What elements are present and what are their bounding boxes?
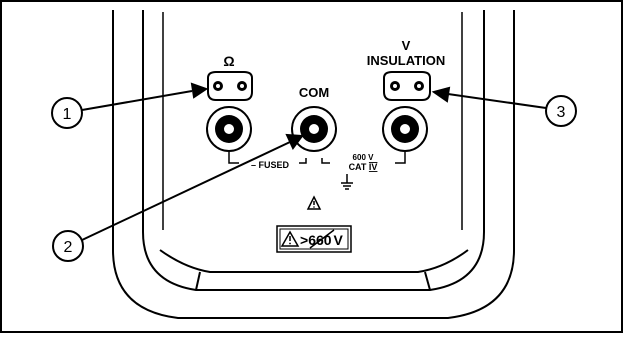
voltage-strike-line — [309, 229, 335, 249]
fused-label: – FUSED — [251, 160, 290, 170]
ohm-terminal — [206, 71, 253, 152]
meter-holster — [112, 10, 515, 319]
max-voltage-warning-icon — [280, 230, 300, 247]
cat-rating-label: CAT IV — [349, 162, 378, 172]
cat-roman-numeral: IV — [369, 162, 378, 172]
cat-voltage-label: 600 V — [353, 153, 375, 162]
callout-leaders — [81, 82, 547, 241]
meter-face-edges — [162, 12, 463, 230]
callout-2-number: 2 — [64, 239, 73, 256]
terminal-brackets — [228, 152, 406, 164]
callout-2: 2 — [52, 230, 84, 262]
callout-1: 1 — [51, 97, 83, 129]
callout-3: 3 — [545, 95, 577, 127]
ohm-label: Ω — [223, 53, 234, 69]
warning-icon — [306, 195, 322, 210]
callout-1-number: 1 — [63, 106, 72, 123]
callout-3-number: 3 — [557, 104, 566, 121]
ground-symbol — [341, 174, 353, 190]
insulation-terminal — [382, 71, 431, 152]
insulation-label: INSULATION — [367, 53, 445, 68]
com-terminal — [291, 106, 337, 152]
com-label: COM — [299, 85, 329, 100]
ohm-dual-jack-plate — [207, 71, 253, 101]
v-label: V — [402, 38, 411, 53]
insulation-dual-jack-plate — [383, 71, 431, 101]
max-voltage-box: >660V — [276, 225, 352, 253]
